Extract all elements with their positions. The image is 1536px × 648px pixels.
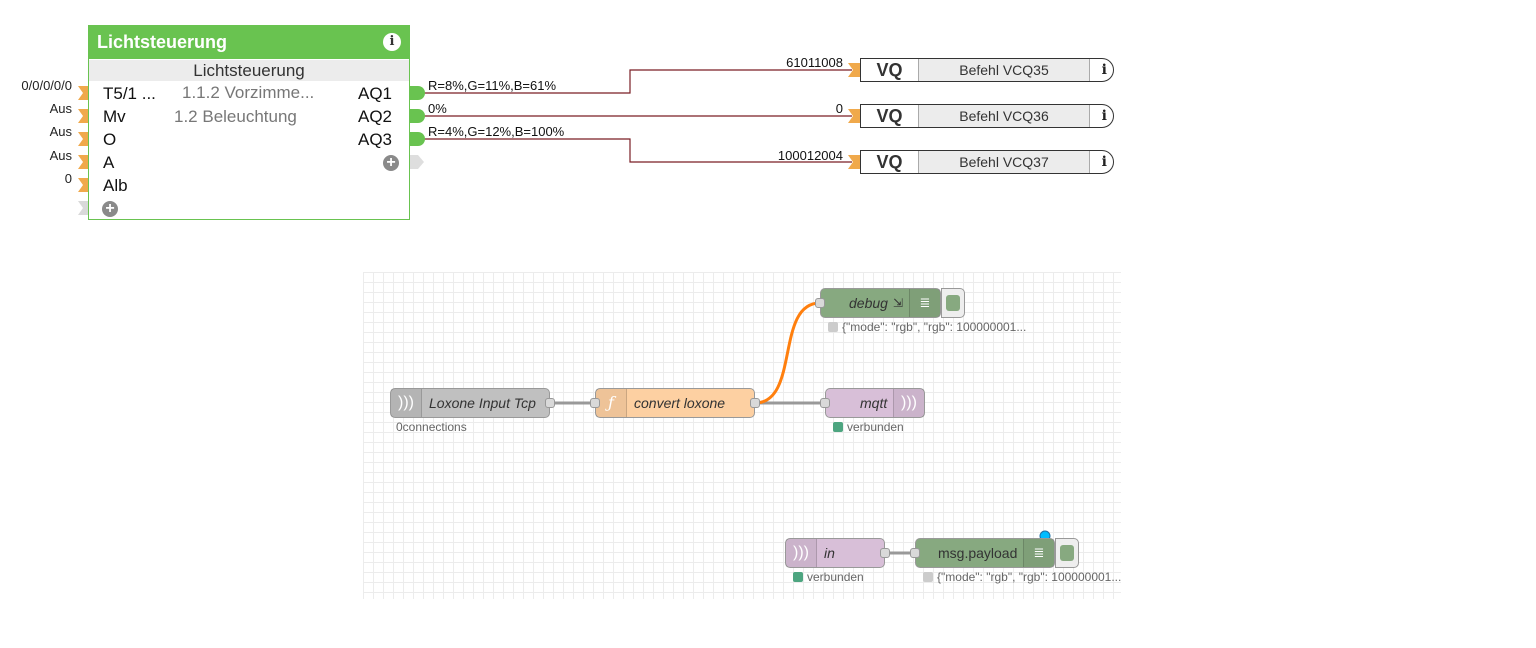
debug-toggle-button[interactable] xyxy=(941,288,965,318)
output-label-aq3: AQ3 xyxy=(358,130,393,149)
block-title: Lichtsteuerung xyxy=(89,26,409,59)
input-label-t5: T5/1 ... xyxy=(103,84,156,103)
mqtt-in-status: verbunden xyxy=(793,570,864,584)
wifi-icon: ))) xyxy=(391,389,422,417)
mqtt-in-node[interactable]: ))) in xyxy=(785,538,885,568)
debug-node-status: {"mode": "rgb", "rgb": 100000001... xyxy=(828,320,1026,334)
mqtt-in-label: in xyxy=(824,545,835,561)
vq-tag: VQ xyxy=(876,152,903,172)
function-icon: ƒ xyxy=(596,389,627,417)
debug-node-label: debug xyxy=(849,295,888,311)
output-pin-empty xyxy=(410,155,424,169)
vq-name: Befehl VCQ37 xyxy=(918,151,1090,173)
add-output-icon[interactable]: + xyxy=(383,155,399,171)
vq-name: Befehl VCQ36 xyxy=(918,105,1090,127)
vq-name: Befehl VCQ35 xyxy=(918,59,1090,81)
payload-debug-node[interactable]: msg.payload ≣ xyxy=(915,538,1055,568)
payload-node-status: {"mode": "rgb", "rgb": 100000001... xyxy=(923,570,1121,584)
vq-tag: VQ xyxy=(876,106,903,126)
list-icon: ≣ xyxy=(909,289,940,317)
tcp-output-port[interactable] xyxy=(545,398,555,408)
wire-aq1 xyxy=(420,69,852,94)
vq-tag: VQ xyxy=(876,60,903,80)
output-label-aq2: AQ2 xyxy=(358,107,393,126)
wifi-icon: ))) xyxy=(893,389,924,417)
output-pins xyxy=(410,86,425,146)
mqtt-out-node[interactable]: mqtt ))) xyxy=(825,388,925,418)
input-desc-mv: 1.2 Beleuchtung xyxy=(174,107,297,126)
input-label-a: A xyxy=(103,153,115,172)
debug-input-port[interactable] xyxy=(815,298,825,308)
input-value-o: Aus xyxy=(49,124,72,139)
payload-node-label: msg.payload xyxy=(938,545,1018,561)
info-icon[interactable]: i xyxy=(1101,62,1107,78)
input-label-mv: Mv xyxy=(103,107,126,126)
block-subtitle: Lichtsteuerung xyxy=(89,60,409,81)
vq37-input-value: 100012004 xyxy=(777,148,843,163)
vq35-input-value: 61011008 xyxy=(786,55,843,70)
input-value-t5: 0/0/0/0/0 xyxy=(21,78,72,93)
output-label-aq1: AQ1 xyxy=(358,84,393,103)
info-icon[interactable]: i xyxy=(1101,154,1107,170)
aq1-value: R=8%,G=11%,B=61% xyxy=(428,78,557,93)
input-arrows xyxy=(78,86,90,192)
wifi-icon: ))) xyxy=(786,539,817,567)
mqtt-out-label: mqtt xyxy=(860,395,888,411)
debug-node[interactable]: debug ⇲ ≣ xyxy=(820,288,941,318)
function-input-port[interactable] xyxy=(590,398,600,408)
lichtsteuerung-block[interactable]: Lichtsteuerung i Lichtsteuerung T5/1 ...… xyxy=(88,25,410,220)
payload-debug-toggle[interactable] xyxy=(1055,538,1079,568)
info-icon[interactable]: i xyxy=(1101,108,1107,124)
aq3-value: R=4%,G=12%,B=100% xyxy=(428,124,565,139)
add-input-icon[interactable]: + xyxy=(102,201,118,217)
mqtt-in-output-port[interactable] xyxy=(880,548,890,558)
vq-input-arrows xyxy=(848,63,860,169)
wire-function-to-debug xyxy=(754,301,821,405)
payload-input-port[interactable] xyxy=(910,548,920,558)
input-value-mv: Aus xyxy=(49,101,72,116)
wire-aq3 xyxy=(420,138,852,163)
vq36-input-value: 0 xyxy=(835,101,843,116)
function-output-port[interactable] xyxy=(750,398,760,408)
tcp-node-label: Loxone Input Tcp xyxy=(429,395,536,411)
tcp-node-status: 0connections xyxy=(396,420,467,434)
input-value-a: Aus xyxy=(49,148,72,163)
vq-block-vcq37[interactable]: VQ Befehl VCQ37 i xyxy=(860,150,1114,174)
input-label-alb: Alb xyxy=(103,176,128,195)
mqtt-out-status: verbunden xyxy=(833,420,904,434)
function-node[interactable]: ƒ convert loxone xyxy=(595,388,755,418)
list-icon: ≣ xyxy=(1023,539,1054,567)
vq-block-vcq35[interactable]: VQ Befehl VCQ35 i xyxy=(860,58,1114,82)
input-desc-t5: 1.1.2 Vorzimme... xyxy=(182,83,315,102)
debug-arrow-icon: ⇲ xyxy=(893,296,904,310)
aq2-value: 0% xyxy=(428,101,447,116)
tcp-input-node[interactable]: ))) Loxone Input Tcp xyxy=(390,388,550,418)
info-icon[interactable]: i xyxy=(383,33,401,51)
function-node-label: convert loxone xyxy=(634,395,726,411)
vq-block-vcq36[interactable]: VQ Befehl VCQ36 i xyxy=(860,104,1114,128)
mqtt-out-input-port[interactable] xyxy=(820,398,830,408)
input-label-o: O xyxy=(103,130,117,149)
input-value-alb: 0 xyxy=(64,171,72,186)
input-arrow-empty xyxy=(78,201,90,215)
